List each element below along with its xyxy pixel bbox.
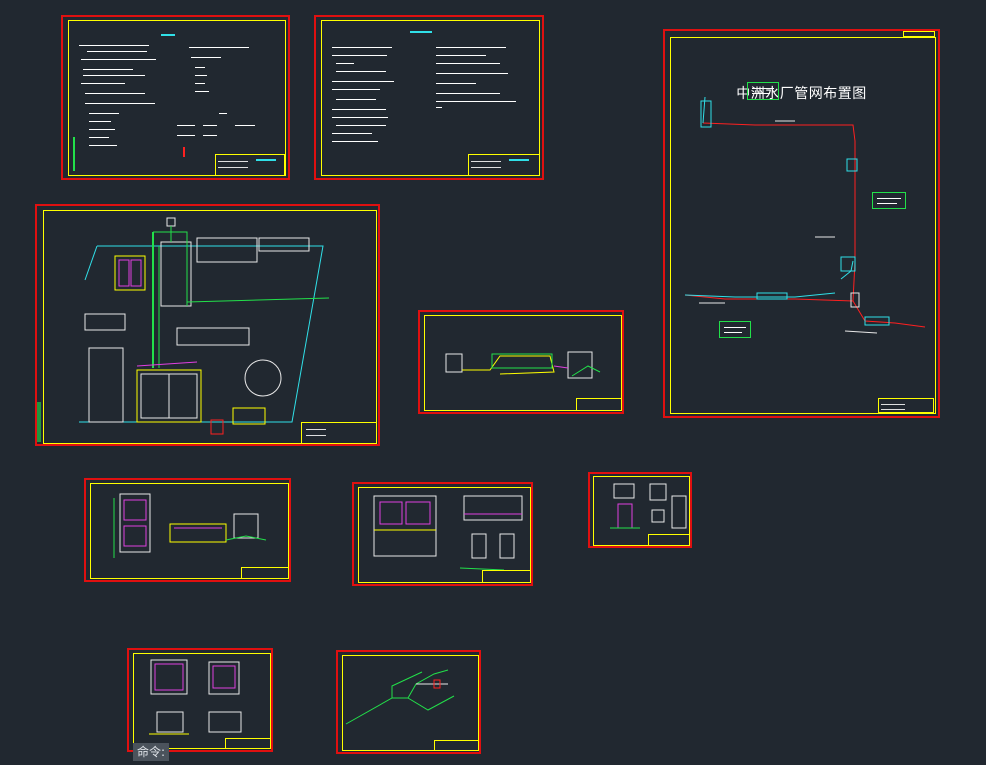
title-block xyxy=(482,570,531,583)
title-block-header xyxy=(903,31,935,37)
drawing-frame xyxy=(90,483,289,579)
sheet-profile[interactable] xyxy=(418,310,624,414)
sheet-plan-section-a[interactable] xyxy=(84,478,291,582)
sheet-detail-small[interactable] xyxy=(588,472,692,548)
revision-bar xyxy=(37,402,41,442)
drawing-title: 中洲水厂管网布置图 xyxy=(736,86,867,102)
equipment-drawing xyxy=(149,659,242,735)
plan-section-drawing xyxy=(113,493,267,558)
sheet-construction-notes[interactable] xyxy=(314,15,544,180)
annotation-box xyxy=(719,321,751,338)
site-plan-drawing xyxy=(79,217,330,435)
detail-drawing xyxy=(610,483,687,529)
sheet-site-plan[interactable] xyxy=(35,204,380,446)
annotation-box xyxy=(872,192,906,209)
sheet-isometric[interactable] xyxy=(336,650,481,754)
title-block xyxy=(215,154,285,176)
drawing-frame xyxy=(321,20,540,176)
drawing-frame xyxy=(342,655,479,751)
sheet-equipment-plan[interactable] xyxy=(127,648,273,752)
command-line-prompt[interactable]: 命令: xyxy=(133,743,170,761)
sheet-design-notes[interactable] xyxy=(61,15,290,180)
pipe-network-drawing xyxy=(684,96,926,334)
drawing-frame xyxy=(68,20,286,176)
title-block xyxy=(576,398,622,411)
drawing-frame xyxy=(133,653,271,749)
drawing-frame xyxy=(43,210,377,444)
drawing-frame xyxy=(424,315,622,411)
title-block xyxy=(468,154,540,176)
sheet-pipe-network-layout[interactable]: 中洲水厂管网布置图 xyxy=(663,29,940,418)
title-block xyxy=(301,422,377,444)
title-block xyxy=(434,740,479,751)
title-block xyxy=(648,534,690,546)
plan-section-drawing xyxy=(373,495,523,571)
title-block xyxy=(878,398,934,413)
drawing-frame xyxy=(670,37,936,414)
isometric-drawing xyxy=(345,669,455,725)
profile-drawing xyxy=(445,351,601,379)
title-block xyxy=(225,738,271,749)
drawing-frame xyxy=(358,487,531,583)
legend-note-box xyxy=(747,82,779,100)
sheet-plan-section-b[interactable] xyxy=(352,482,533,586)
drawing-frame xyxy=(593,476,690,546)
title-block xyxy=(241,567,289,579)
